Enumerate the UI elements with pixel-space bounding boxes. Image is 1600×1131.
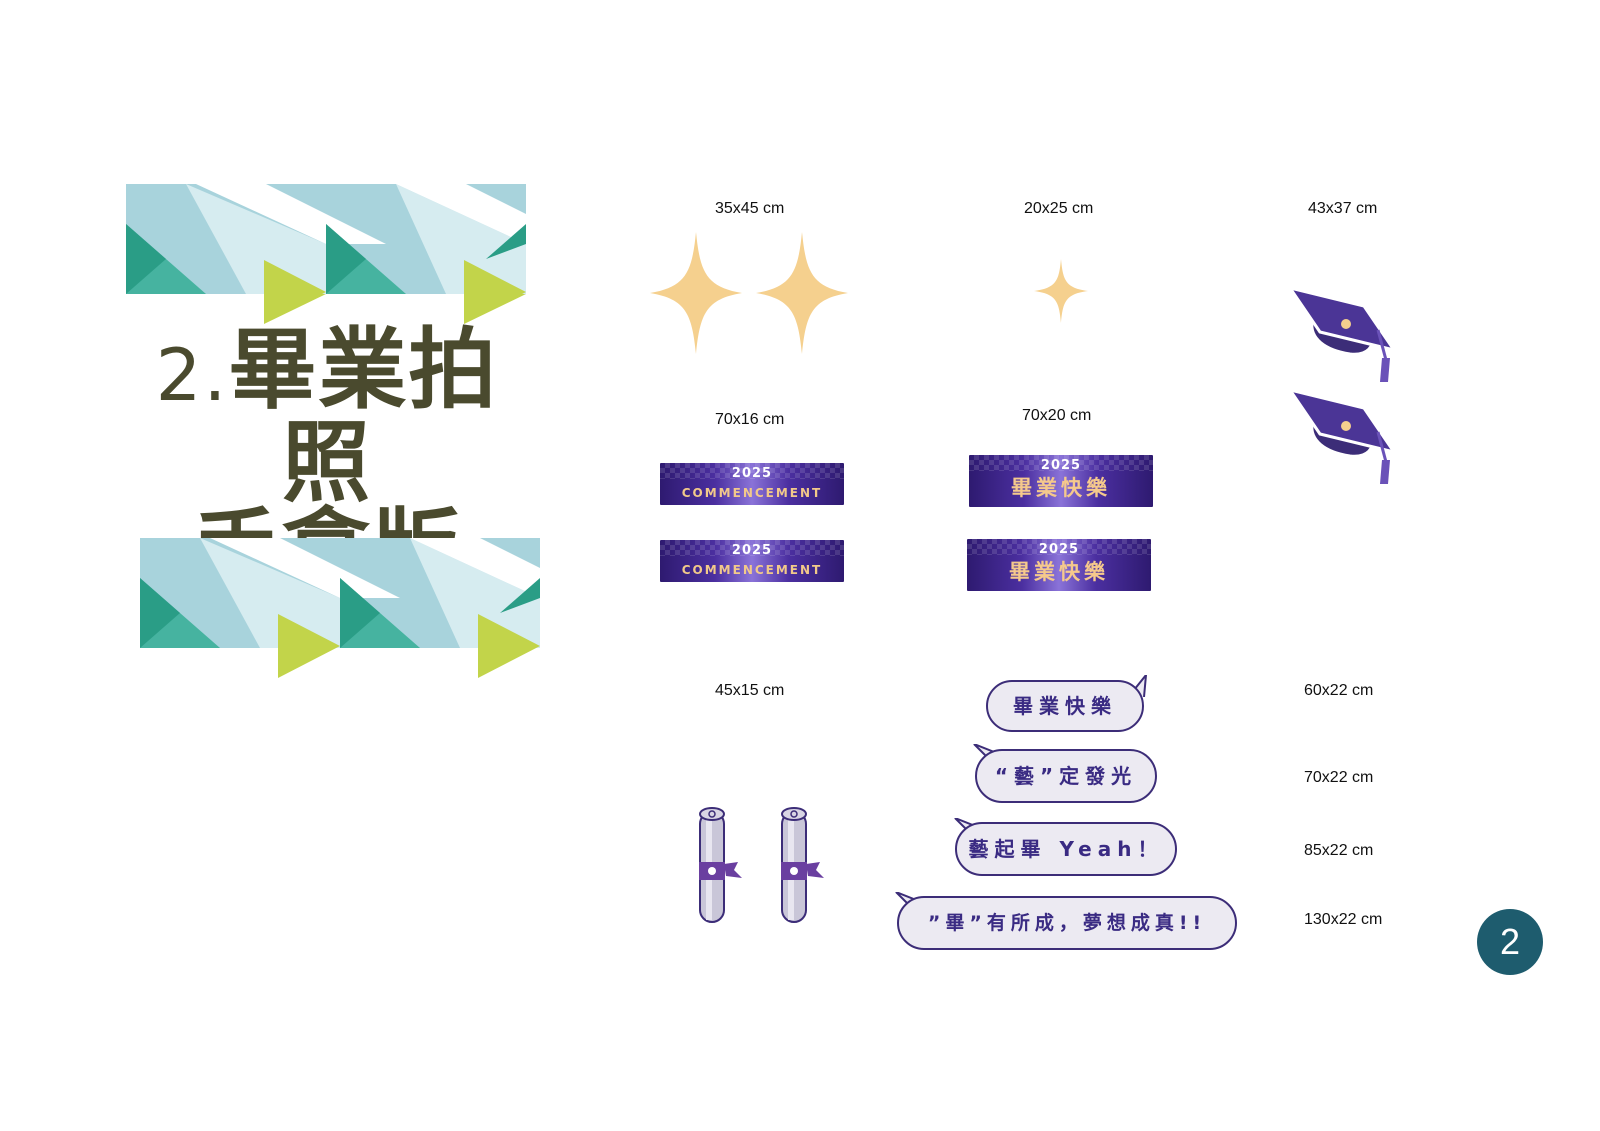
size-label-bubble-4: 130x22 cm [1304, 911, 1383, 928]
diploma-scroll-icon [699, 807, 742, 923]
size-label-star-pair: 35x45 cm [715, 200, 785, 217]
speech-bubble-art-shine: “藝”定發光 [975, 749, 1157, 803]
speech-bubble-happy-graduation: 畢業快樂 [986, 680, 1144, 732]
title-line-1: 2.畢業拍照 [112, 326, 542, 507]
happy-graduation-banner: 2025 畢業快樂 [967, 539, 1151, 591]
happy-graduation-banner: 2025 畢業快樂 [969, 455, 1153, 507]
size-label-bubble-2: 70x22 cm [1304, 769, 1374, 786]
size-label-bubble-3: 85x22 cm [1304, 842, 1374, 859]
sparkle-stars-pair-icon [650, 232, 848, 354]
commencement-banner: 2025 COMMENCEMENT [660, 463, 844, 505]
size-label-banner-en: 70x16 cm [715, 411, 785, 428]
graduation-cap-icon [1290, 390, 1398, 484]
size-label-star-small: 20x25 cm [1024, 200, 1094, 217]
geometric-pattern-top [126, 184, 526, 332]
geometric-pattern-bottom [140, 538, 540, 686]
banner-year: 2025 [1040, 458, 1082, 473]
size-label-bubble-1: 60x22 cm [1304, 682, 1374, 699]
banner-text: 畢業快樂 [1009, 560, 1109, 584]
banner-year: 2025 [731, 543, 773, 558]
speech-bubble-yeah: 藝起畢 Yeah！ [955, 822, 1177, 876]
sparkle-star-small-icon [1034, 259, 1088, 323]
page-number-badge: 2 [1477, 909, 1543, 975]
title-number: 2. [155, 333, 229, 417]
graduation-cap-icon [1290, 288, 1398, 382]
commencement-banner: 2025 COMMENCEMENT [660, 540, 844, 582]
size-label-diploma: 45x15 cm [715, 682, 785, 699]
banner-text: 畢業快樂 [1011, 476, 1111, 500]
banner-text: COMMENCEMENT [681, 486, 823, 500]
banner-year: 2025 [1038, 542, 1080, 557]
size-label-banner-zh: 70x20 cm [1022, 407, 1092, 424]
size-label-cap: 43x37 cm [1308, 200, 1378, 217]
banner-year: 2025 [731, 466, 773, 481]
title-line1-text: 畢業拍照 [228, 318, 499, 514]
speech-bubble-dreams-come-true: ”畢”有所成，夢想成真!! [897, 896, 1237, 950]
diploma-scroll-icon [781, 807, 824, 923]
banner-text: COMMENCEMENT [681, 563, 823, 577]
